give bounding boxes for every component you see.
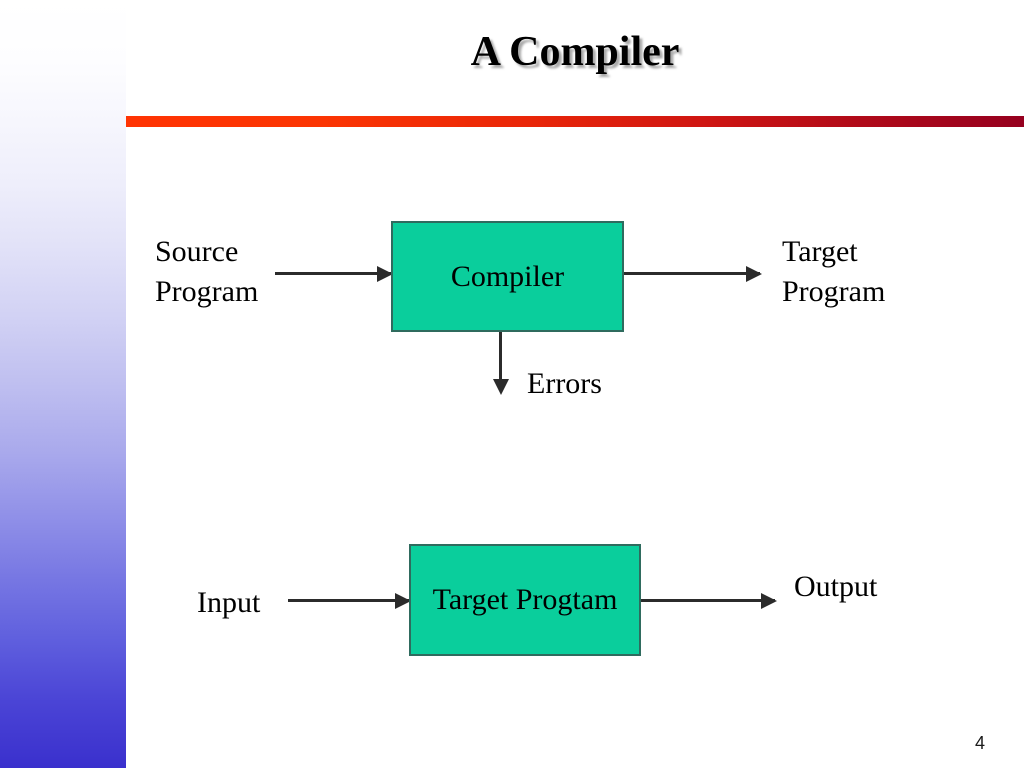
- target-to-output-arrow: [641, 592, 777, 609]
- slide-page-number: 4: [974, 733, 985, 753]
- compiler-box: Compiler: [391, 221, 624, 332]
- compiler-to-errors-arrow: [492, 332, 509, 395]
- source-program-label: Source Program: [155, 235, 259, 308]
- target-program-label: Target Program: [782, 235, 886, 308]
- title-divider-rule: [126, 116, 1024, 127]
- output-label: Output: [794, 570, 878, 603]
- input-to-target-arrow: [288, 592, 411, 609]
- slide-side-decoration-band: [0, 0, 126, 768]
- slide-title: A Compiler: [470, 29, 680, 75]
- errors-label: Errors: [527, 367, 602, 400]
- input-label: Input: [197, 586, 261, 619]
- target-program-box: Target Progtam: [409, 544, 641, 656]
- source-to-compiler-arrow: [275, 265, 393, 282]
- compiler-to-target-arrow: [624, 265, 762, 282]
